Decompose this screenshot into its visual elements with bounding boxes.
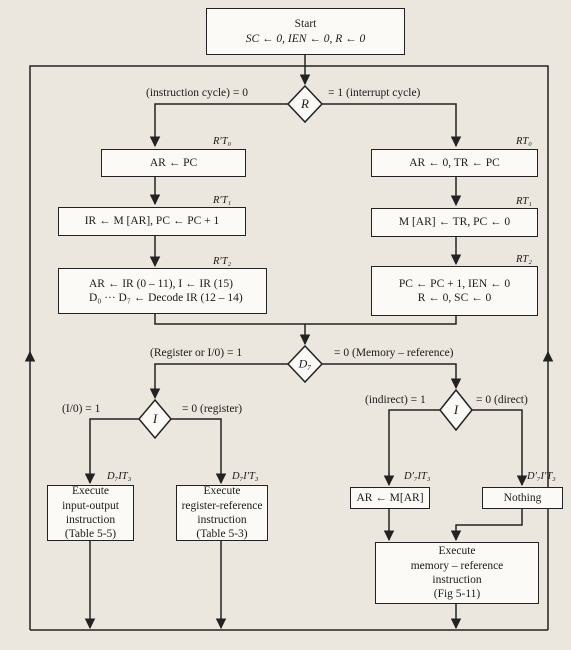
interrupt-t2-line-1: PC ← PC + 1, IEN ← 0 xyxy=(398,277,511,290)
execute-memory-line-4: (Fig 5-11) xyxy=(433,588,481,601)
timing-d7not-inot-t3: D′₇I′T₃ xyxy=(527,471,556,482)
execute-io-line-2: input-output xyxy=(62,499,119,512)
timing-rt1: RT₁ xyxy=(516,196,532,207)
execute-register-box: Execute register-reference instruction (… xyxy=(176,485,268,541)
execute-io-line-1: Execute xyxy=(71,485,110,498)
decode-t2-box: AR ← IR (0 – 11), I ← IR (15) D₀ ··· D₇ … xyxy=(58,268,267,314)
decision-i-left-symbol: I xyxy=(152,411,158,426)
execute-memory-box: Execute memory – reference instruction (… xyxy=(375,542,539,604)
indirect-fetch-text: AR ← M[AR] xyxy=(356,491,424,504)
fetch-t1-box: IR ← M [AR], PC ← PC + 1 xyxy=(58,207,246,236)
io-branch-label: (I/0) = 1 xyxy=(62,403,101,415)
execute-register-line-2: register-reference xyxy=(181,499,263,512)
interrupt-t2-line-2: R ← 0, SC ← 0 xyxy=(417,292,492,304)
decision-d7-symbol: D₇ xyxy=(298,356,312,371)
interrupt-t1-text: M [AR] ← TR, PC ← 0 xyxy=(398,216,511,229)
register-io-label: (Register or I/0) = 1 xyxy=(150,347,243,359)
decision-r-diamond xyxy=(286,84,324,124)
execute-io-box: Execute input-output instruction (Table … xyxy=(47,485,134,541)
direct-branch-label: = 0 (direct) xyxy=(476,394,528,406)
interrupt-t0-text: AR ← 0, TR ← PC xyxy=(409,156,500,169)
timing-r-t0: R′T₀ xyxy=(213,136,232,147)
fetch-t0-text: AR ← PC xyxy=(149,156,198,169)
interrupt-cycle-label: = 1 (interrupt cycle) xyxy=(328,87,421,99)
start-init: SC ← 0, IEN ← 0, R ← 0 xyxy=(245,32,366,45)
fetch-t0-box: AR ← PC xyxy=(101,149,246,177)
timing-d7-inot-t3: D₇I′T₃ xyxy=(232,471,259,482)
execute-io-line-4: (Table 5-5) xyxy=(64,528,117,541)
timing-rt0: RT₀ xyxy=(516,136,532,147)
execute-memory-line-1: Execute xyxy=(438,545,476,558)
timing-d7-i-t3: D₇IT₃ xyxy=(107,471,132,482)
execute-io-line-3: instruction xyxy=(65,514,116,526)
start-title: Start xyxy=(294,18,317,31)
execute-register-line-1: Execute xyxy=(203,485,241,498)
decision-i-right-diamond xyxy=(439,388,473,432)
timing-d7not-i-t3: D′₇IT₃ xyxy=(404,471,431,482)
direct-nothing-text: Nothing xyxy=(503,491,542,504)
indirect-fetch-box: AR ← M[AR] xyxy=(350,487,430,509)
interrupt-t1-box: M [AR] ← TR, PC ← 0 xyxy=(371,208,538,237)
interrupt-t2-box: PC ← PC + 1, IEN ← 0 R ← 0, SC ← 0 xyxy=(371,266,538,316)
indirect-branch-label: (indirect) = 1 xyxy=(365,394,426,406)
execute-memory-line-2: memory – reference xyxy=(410,559,504,572)
fetch-t1-text: IR ← M [AR], PC ← PC + 1 xyxy=(84,215,220,228)
start-box: Start SC ← 0, IEN ← 0, R ← 0 xyxy=(206,8,405,55)
decision-i-left-diamond xyxy=(138,398,172,440)
execute-memory-line-3: instruction xyxy=(432,574,482,586)
execute-register-line-4: (Table 5-3) xyxy=(196,528,248,541)
decision-d7-diamond xyxy=(286,344,324,384)
direct-nothing-box: Nothing xyxy=(482,487,563,509)
timing-r-t2: R′T₂ xyxy=(213,256,232,267)
register-branch-label: = 0 (register) xyxy=(182,403,243,415)
timing-rt2: RT₂ xyxy=(516,254,532,265)
decode-line-1: AR ← IR (0 – 11), I ← IR (15) xyxy=(89,277,233,290)
decision-r-symbol: R xyxy=(301,96,309,111)
instruction-cycle-label: (instruction cycle) = 0 xyxy=(146,87,248,99)
execute-register-line-3: instruction xyxy=(197,514,247,526)
decision-i-right-symbol: I xyxy=(453,402,459,417)
memory-reference-label: = 0 (Memory – reference) xyxy=(334,347,454,359)
timing-r-t1: R′T₁ xyxy=(213,195,232,206)
interrupt-t0-box: AR ← 0, TR ← PC xyxy=(371,149,538,177)
decode-line-2: D₀ ··· D₇ ← Decode IR (12 – 14) xyxy=(89,292,243,304)
